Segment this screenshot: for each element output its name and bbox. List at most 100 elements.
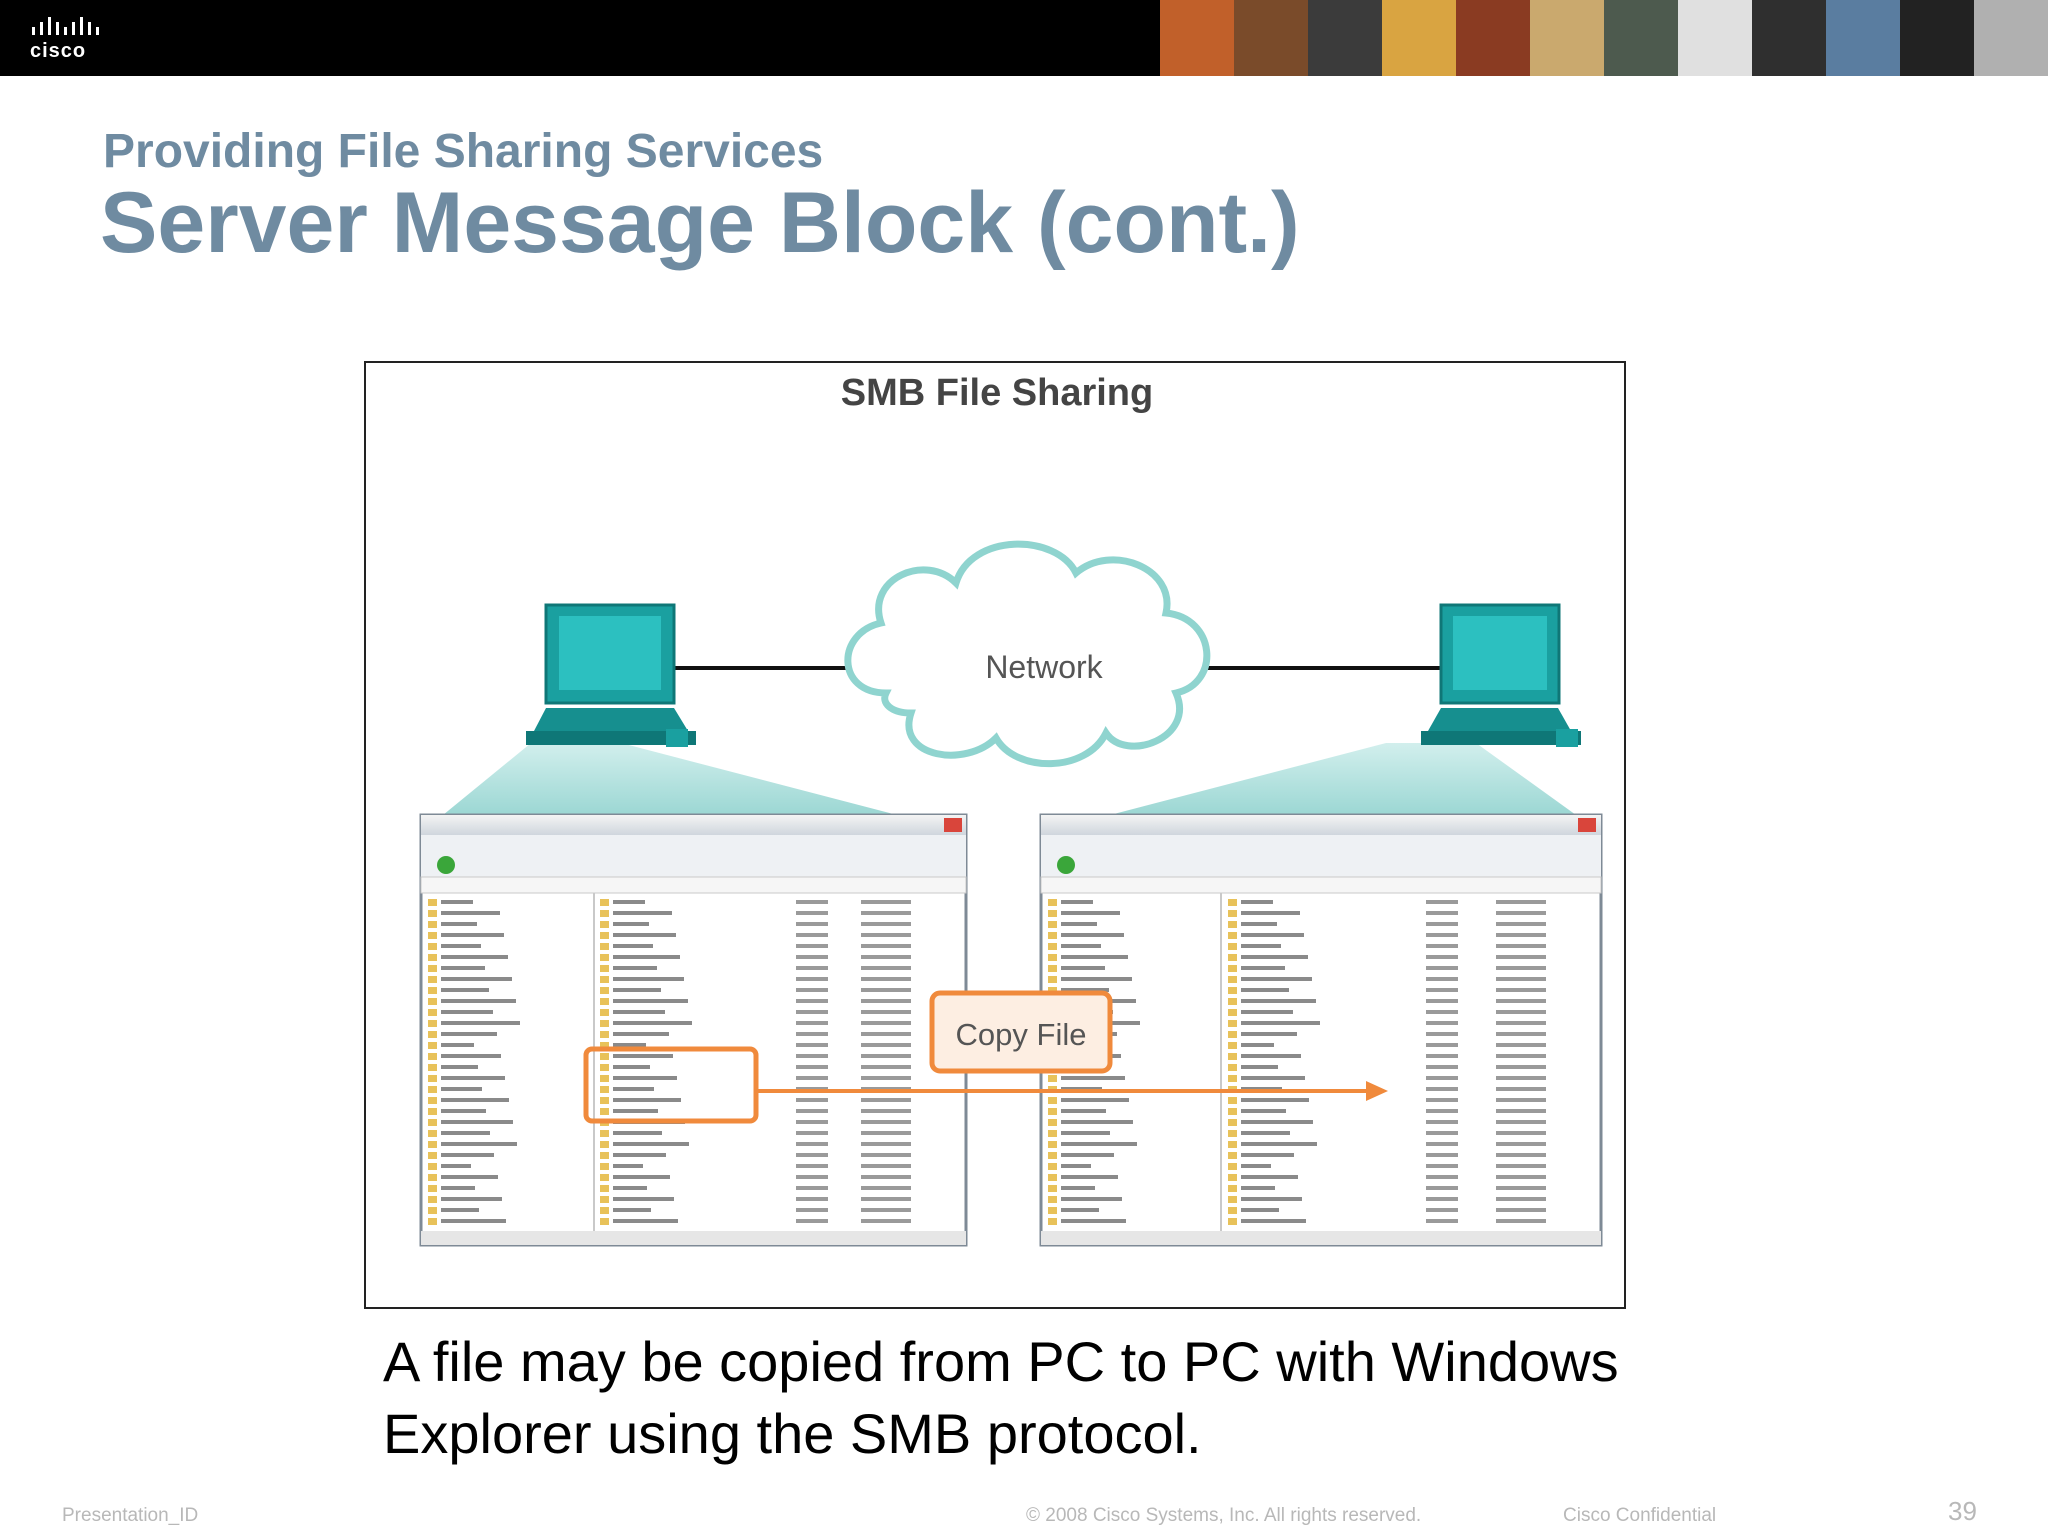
explorer-row [1061, 1142, 1137, 1146]
explorer-cell [1426, 1142, 1458, 1146]
explorer-row [613, 1175, 670, 1179]
logo-wordmark: cisco [30, 40, 87, 62]
explorer-cell [861, 1219, 911, 1223]
folder-icon [1048, 910, 1057, 917]
explorer-row [1241, 1175, 1298, 1179]
explorer-row [1241, 1098, 1309, 1102]
left-view-beam [421, 743, 966, 833]
explorer-cell [1426, 1175, 1458, 1179]
folder-icon [600, 1020, 609, 1027]
folder-icon [1048, 943, 1057, 950]
explorer-cell [1496, 999, 1546, 1003]
explorer-cell [861, 944, 911, 948]
folder-icon [428, 1196, 437, 1203]
explorer-cell [1426, 977, 1458, 981]
folder-icon [1228, 987, 1237, 994]
explorer-row [613, 1219, 678, 1223]
explorer-cell [861, 1175, 911, 1179]
explorer-cell [1426, 1076, 1458, 1080]
explorer-row [1061, 955, 1128, 959]
header-photo-strip [1160, 0, 2048, 76]
explorer-cell [861, 1098, 911, 1102]
explorer-row [613, 1065, 650, 1069]
explorer-row [1061, 966, 1105, 970]
explorer-cell [1426, 1065, 1458, 1069]
explorer-row [1061, 900, 1093, 904]
header-photo [1160, 0, 1234, 76]
explorer-cell [796, 1131, 828, 1135]
folder-icon [600, 1009, 609, 1016]
explorer-cell [796, 1032, 828, 1036]
explorer-row [1241, 900, 1273, 904]
folder-icon [1048, 1141, 1057, 1148]
slide-subtitle: Providing File Sharing Services [103, 125, 824, 178]
header-photo [1974, 0, 2048, 76]
folder-icon [428, 1031, 437, 1038]
folder-icon [600, 1042, 609, 1049]
explorer-row [441, 1153, 494, 1157]
explorer-cell [1496, 1076, 1546, 1080]
explorer-cell [1426, 900, 1458, 904]
folder-icon [600, 998, 609, 1005]
folder-icon [428, 965, 437, 972]
folder-icon [1228, 1042, 1237, 1049]
explorer-cell [1496, 1021, 1546, 1025]
folder-icon [1048, 954, 1057, 961]
explorer-cell [1426, 955, 1458, 959]
explorer-cell [1426, 1186, 1458, 1190]
explorer-row [1061, 933, 1124, 937]
left-pc-icon [526, 603, 696, 747]
explorer-cell [1496, 1186, 1546, 1190]
folder-icon [600, 1185, 609, 1192]
explorer-row [613, 1109, 658, 1113]
folder-icon [1228, 1152, 1237, 1159]
explorer-cell [796, 977, 828, 981]
folder-icon [428, 1053, 437, 1060]
explorer-row [1241, 911, 1300, 915]
explorer-row [1241, 1065, 1278, 1069]
explorer-cell [861, 999, 911, 1003]
explorer-cell [861, 1120, 911, 1124]
explorer-cell [861, 966, 911, 970]
folder-icon [1228, 1108, 1237, 1115]
explorer-cell [1496, 1065, 1546, 1069]
explorer-row [613, 1208, 651, 1212]
explorer-row [1061, 944, 1101, 948]
explorer-cell [796, 933, 828, 937]
explorer-cell [861, 900, 911, 904]
explorer-cell [1426, 1043, 1458, 1047]
explorer-cell [1496, 1032, 1546, 1036]
explorer-row [441, 1186, 475, 1190]
explorer-row [1241, 999, 1316, 1003]
explorer-row [1241, 1054, 1301, 1058]
copy-file-callout: Copy File [929, 990, 1113, 1074]
folder-icon [1228, 1207, 1237, 1214]
right-explorer-window [1039, 813, 1603, 1247]
folder-icon [428, 1185, 437, 1192]
explorer-row [613, 1087, 654, 1091]
folder-icon [428, 921, 437, 928]
explorer-row [613, 1153, 666, 1157]
folder-icon [428, 1130, 437, 1137]
folder-icon [1048, 1185, 1057, 1192]
explorer-cell [1426, 1197, 1458, 1201]
explorer-cell [796, 1120, 828, 1124]
folder-icon [1048, 1108, 1057, 1115]
folder-icon [600, 987, 609, 994]
folder-icon [600, 943, 609, 950]
explorer-cell [1426, 1164, 1458, 1168]
explorer-cell [1496, 988, 1546, 992]
folder-icon [428, 954, 437, 961]
folder-icon [600, 1218, 609, 1225]
folder-icon [428, 1108, 437, 1115]
explorer-cell [796, 1208, 828, 1212]
explorer-row [1241, 988, 1289, 992]
explorer-row [1241, 1010, 1293, 1014]
network-cloud-icon: Network [844, 540, 1211, 768]
folder-icon [428, 1163, 437, 1170]
explorer-cell [1496, 911, 1546, 915]
folder-icon [1228, 910, 1237, 917]
smb-figure: SMB File Sharing Network [364, 361, 1626, 1309]
explorer-cell [861, 1197, 911, 1201]
folder-icon [428, 998, 437, 1005]
